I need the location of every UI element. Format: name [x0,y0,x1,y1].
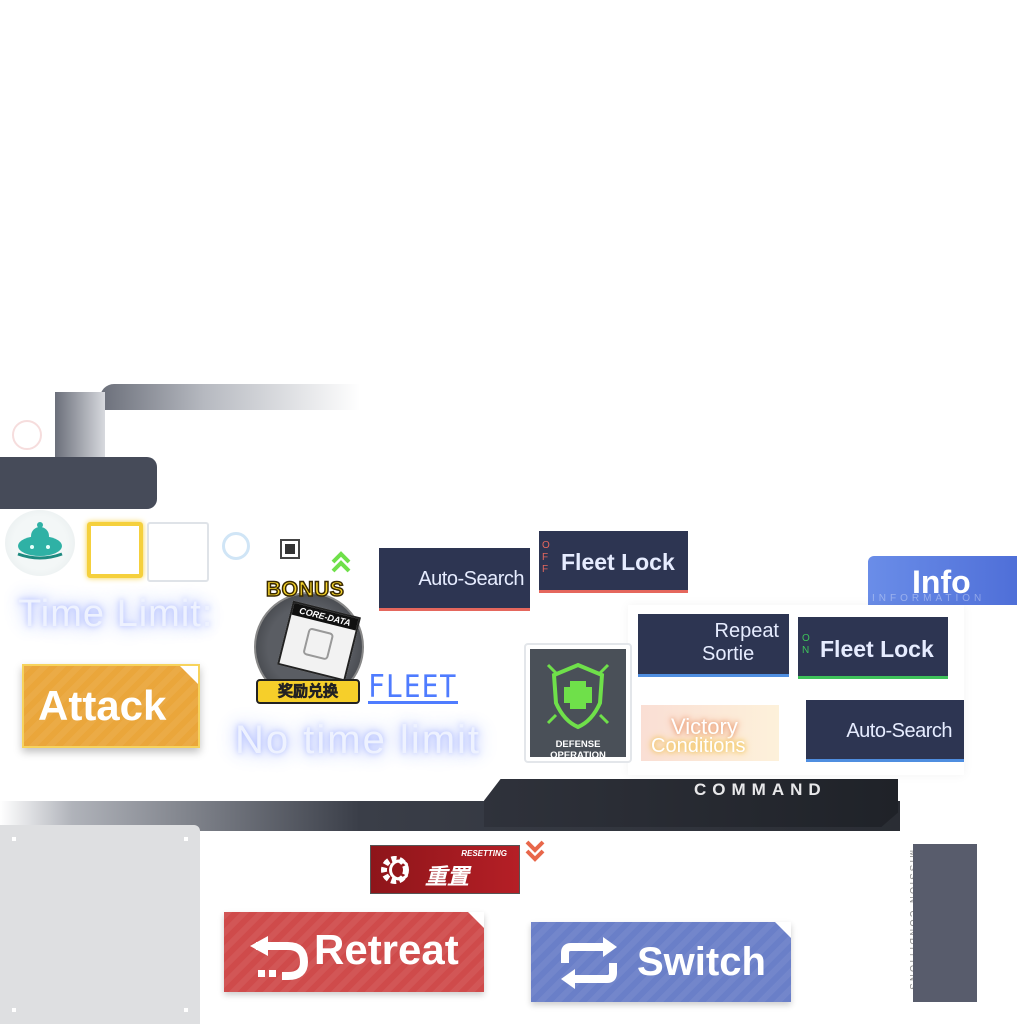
empty-grey-panel [0,825,200,1024]
dark-tab-panel [0,457,157,509]
defense-operation-card[interactable]: DEFENSE OPERATION [524,643,632,763]
defense-operation-label: DEFENSE OPERATION [550,739,606,761]
victory-line1: Victory [671,714,738,739]
attack-label: Attack [38,682,167,729]
attack-button[interactable]: Attack [22,664,200,748]
chevron-down-icon [524,839,546,868]
fleet-label: FLEET [368,668,458,705]
yellow-select-frame[interactable] [87,522,143,578]
switch-label: Switch [637,940,766,984]
faint-target-icon [12,420,42,450]
bonus-core-data-badge[interactable]: CORE-DATA BONUS 奖励兑换 [250,577,364,704]
retreat-button[interactable]: Retreat [224,912,484,992]
auto-search-button-top[interactable]: Auto-Search [379,548,530,611]
no-time-limit-label: No time limit [235,718,482,762]
command-bar: COMMAND [484,779,898,827]
command-label: COMMAND [694,780,827,799]
info-button[interactable]: Info INFORMATION [868,556,1017,605]
victory-line2: Conditions [651,735,746,757]
information-sublabel: INFORMATION [872,593,986,604]
ship-icon[interactable] [5,510,75,576]
fleet-lock-on-button[interactable]: ON Fleet Lock [798,617,948,679]
retreat-label: Retreat [314,926,459,973]
small-square-marker [280,539,300,559]
switch-arrows-icon [561,937,617,989]
chevron-up-icon [330,550,352,579]
repeat-sortie-line2: Sortie [702,643,755,665]
shield-icon [546,662,610,730]
mission-conditions-panel[interactable]: MISSION CONDITIONS [905,840,980,1005]
repeat-sortie-button[interactable]: Repeat Sortie [638,614,789,677]
header-gradient-bar [100,384,360,410]
retreat-arrow-icon [250,936,309,980]
gear-reset-icon [381,856,409,884]
repeat-sortie-line1: Repeat [714,620,780,642]
victory-conditions-button[interactable]: Victory Conditions [641,705,779,761]
auto-search-label-top: Auto-Search [418,568,524,590]
off-label: OFF [542,540,550,575]
reward-exchange-label: 奖励兑换 [256,679,360,704]
time-limit-label: Time Limit: [18,593,214,635]
white-empty-slot[interactable] [147,522,209,582]
resetting-label: RESETTING [461,849,507,858]
auto-search-button-bottom[interactable]: Auto-Search [806,700,964,762]
switch-button[interactable]: Switch [531,922,791,1002]
fleet-lock-label-on: Fleet Lock [820,636,934,662]
reset-cn-label: 重置 [425,864,470,889]
fleet-lock-off-button[interactable]: OFF Fleet Lock [539,531,688,593]
reset-button[interactable]: RESETTING 重置 [370,845,520,894]
fleet-underline [368,701,458,704]
fleet-lock-label-off: Fleet Lock [561,549,675,575]
info-label: Info [912,564,971,600]
bonus-label: BONUS [265,577,345,602]
header-block [55,392,105,462]
on-label: ON [802,633,810,656]
auto-search-label-bottom: Auto-Search [846,720,952,742]
faint-refresh-icon [222,532,250,560]
